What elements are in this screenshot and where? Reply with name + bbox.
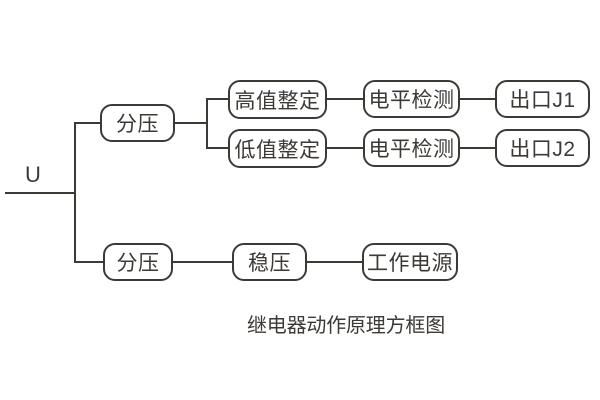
node-output-j2: 出口J2 bbox=[495, 129, 590, 167]
connector-branch-vertical bbox=[206, 98, 208, 149]
input-voltage-label: U bbox=[25, 162, 41, 187]
node-level-detection-2: 电平检测 bbox=[363, 129, 460, 167]
connector-detect-to-output-j1 bbox=[460, 98, 495, 100]
connector-detect-to-output-j2 bbox=[460, 147, 495, 149]
node-working-power-supply: 工作电源 bbox=[362, 243, 458, 281]
connector-branch-to-low-set bbox=[208, 147, 228, 149]
connector-trunk-vertical bbox=[74, 122, 76, 263]
connector-divider-to-regulator bbox=[173, 261, 232, 263]
connector-divider-top-out bbox=[175, 122, 208, 124]
connector-trunk-to-divider-bottom bbox=[76, 261, 103, 263]
node-level-detection-1: 电平检测 bbox=[363, 80, 460, 118]
connector-trunk-to-divider-top bbox=[76, 122, 100, 124]
node-voltage-divider-top: 分压 bbox=[100, 104, 175, 142]
connector-high-set-to-detect bbox=[327, 98, 363, 100]
node-low-value-setting: 低值整定 bbox=[228, 129, 327, 168]
node-voltage-divider-bottom: 分压 bbox=[103, 243, 173, 281]
node-output-j1: 出口J1 bbox=[495, 80, 590, 118]
node-high-value-setting: 高值整定 bbox=[228, 80, 327, 119]
connector-input-line bbox=[5, 192, 75, 194]
connector-branch-to-high-set bbox=[208, 98, 228, 100]
connector-regulator-to-power bbox=[307, 261, 362, 263]
connector-low-set-to-detect bbox=[327, 147, 363, 149]
node-voltage-regulator: 稳压 bbox=[232, 243, 307, 281]
diagram-caption: 继电器动作原理方框图 bbox=[247, 315, 445, 337]
